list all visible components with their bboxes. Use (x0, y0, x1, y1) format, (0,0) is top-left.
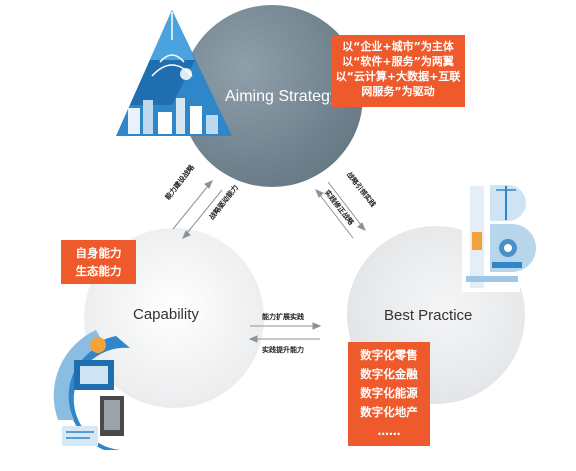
best-practice-box: 数字化零售 数字化金融 数字化能源 数字化地产 …… (348, 342, 430, 446)
capability-line: 自身能力 (75, 246, 122, 260)
practice-line: 数字化地产 (360, 405, 418, 419)
capability-line: 生态能力 (75, 264, 122, 278)
practice-line: 数字化金融 (360, 367, 418, 381)
technology-illustration (53, 330, 130, 450)
industry-illustration (462, 182, 536, 292)
aiming-strategy-label: Aiming Strategy (225, 88, 338, 105)
arrows-left (172, 180, 223, 239)
aiming-line: 以“企业+城市”为主体 (342, 40, 454, 53)
aiming-line: 以“云计算+大数据+互联 (335, 70, 461, 83)
best-practice-label: Best Practice (384, 307, 473, 324)
aiming-strategy-box: 以“企业+城市”为主体 以“软件+服务”为两翼 以“云计算+大数据+互联 网服务… (331, 35, 465, 107)
practice-line: 数字化能源 (360, 386, 418, 400)
practice-line: …… (377, 424, 401, 438)
arrows-bottom (248, 322, 322, 343)
capability-box: 自身能力 生态能力 (61, 240, 136, 284)
arrows-right (315, 181, 366, 239)
capability-label: Capability (133, 306, 199, 323)
city-triangle-illustration (116, 10, 232, 136)
arrow-label-bottom-top: 能力扩展实践 (262, 313, 304, 321)
aiming-line: 网服务”为驱动 (361, 85, 435, 98)
practice-line: 数字化零售 (360, 348, 418, 362)
aiming-line: 以“软件+服务”为两翼 (342, 55, 454, 68)
arrow-label-bottom-bottom: 实践提升能力 (262, 346, 304, 354)
